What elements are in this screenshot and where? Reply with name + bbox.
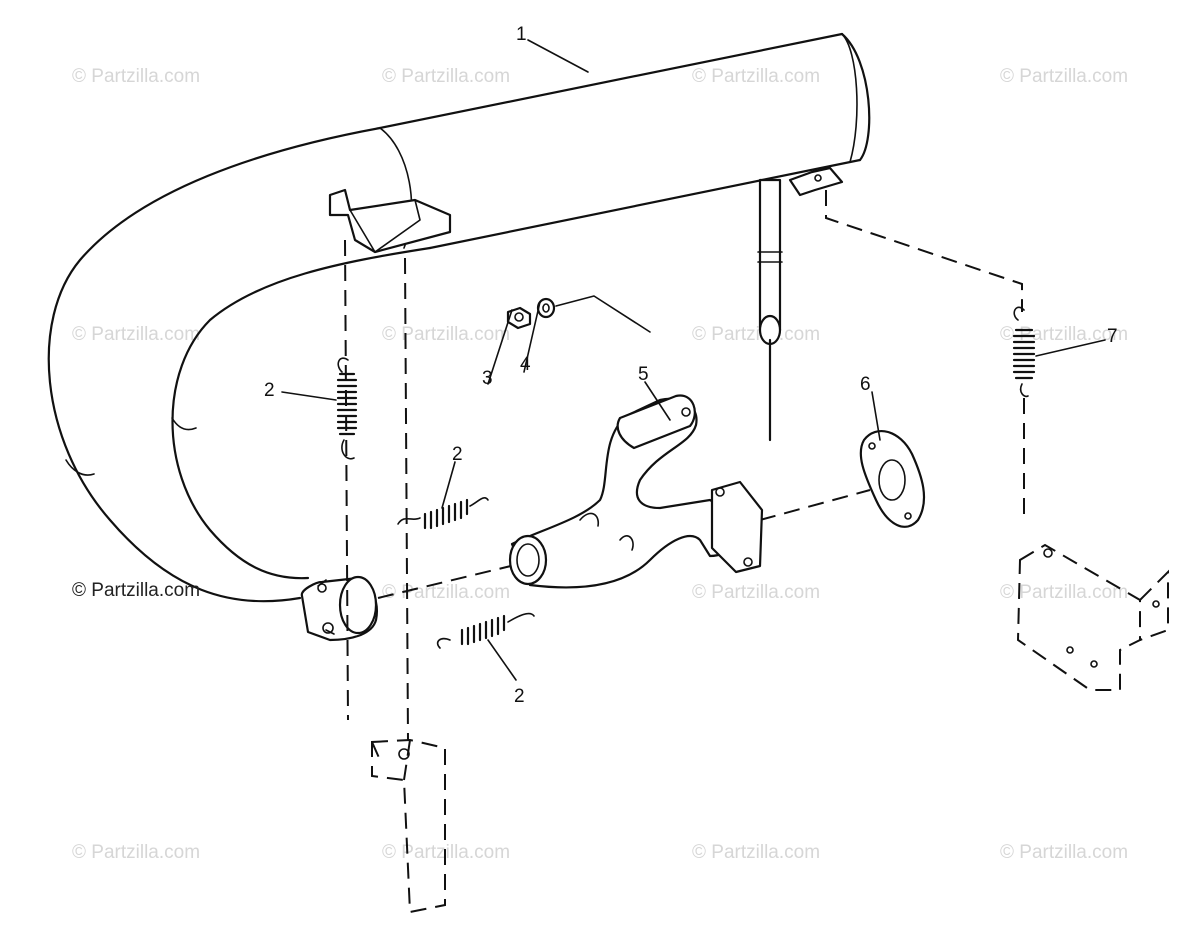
alignment-lines [344, 190, 1025, 741]
callout-7: 7 [1107, 326, 1118, 347]
frame-bracket-left [371, 738, 446, 914]
watermark: © Partzilla.com [382, 582, 510, 603]
watermark: © Partzilla.com [692, 582, 820, 603]
watermark: © Partzilla.com [72, 66, 200, 87]
watermark: © Partzilla.com [72, 580, 200, 601]
watermark: © Partzilla.com [692, 842, 820, 863]
watermark: © Partzilla.com [72, 324, 200, 345]
callout-6: 6 [860, 374, 871, 395]
spring-middle [397, 497, 489, 530]
callout-2: 2 [514, 686, 525, 707]
callout-5: 5 [638, 364, 649, 385]
watermark: © Partzilla.com [1000, 842, 1128, 863]
callout-1: 1 [516, 24, 527, 45]
watermark: © Partzilla.com [72, 842, 200, 863]
watermark: © Partzilla.com [382, 66, 510, 87]
watermark: © Partzilla.com [1000, 66, 1128, 87]
exhaust-manifold [508, 394, 764, 589]
watermark: © Partzilla.com [692, 324, 820, 345]
callout-2: 2 [264, 380, 275, 401]
leader-lines [281, 39, 1106, 681]
spring-left-upper [336, 357, 358, 460]
muffler [47, 32, 871, 642]
callout-3: 3 [482, 368, 493, 389]
spring-lower [436, 612, 535, 649]
watermark: © Partzilla.com [382, 842, 510, 863]
gasket [859, 430, 926, 528]
spring-right [1012, 306, 1036, 398]
washer [536, 295, 651, 333]
watermark: © Partzilla.com [692, 66, 820, 87]
frame-bracket-right [1016, 543, 1169, 691]
watermark: © Partzilla.com [1000, 582, 1128, 603]
callout-4: 4 [520, 354, 531, 375]
watermark-layer: © Partzilla.com © Partzilla.com © Partzi… [72, 66, 1128, 863]
callout-2: 2 [452, 444, 463, 465]
callout-labels: 1 2 2 2 3 4 5 6 7 [264, 24, 1118, 707]
watermark: © Partzilla.com [382, 324, 510, 345]
